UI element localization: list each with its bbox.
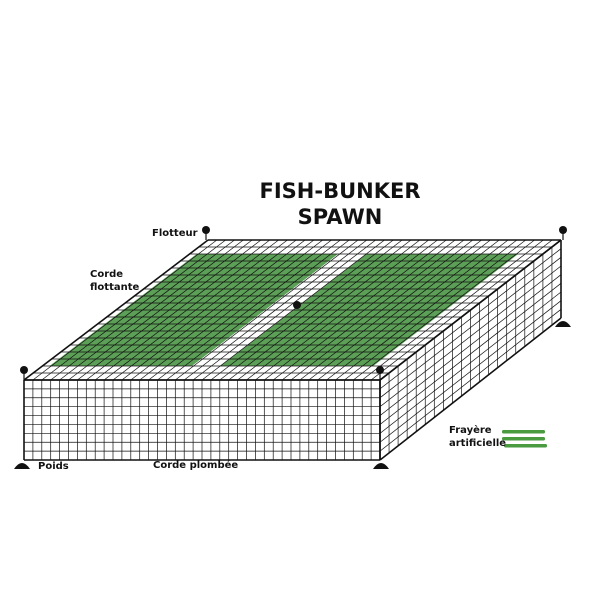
- label-lead-rope: Corde plombée: [153, 460, 239, 471]
- float-icon: [559, 226, 567, 234]
- right-net-line: [379, 257, 562, 399]
- float-icon: [376, 366, 384, 374]
- net-grid: [23, 239, 562, 461]
- weight-icon: [555, 321, 571, 327]
- label-float-rope-1: Corde: [90, 269, 124, 280]
- markers: [14, 226, 571, 469]
- right-net-line: [379, 274, 562, 416]
- right-net-line: [379, 239, 562, 381]
- title-line-2: SPAWN: [297, 205, 383, 229]
- weight-icon: [14, 463, 30, 469]
- right-net-line: [379, 300, 562, 443]
- weight-icon: [373, 463, 389, 469]
- label-float-rope-2: flottante: [90, 282, 140, 293]
- right-net-line: [379, 248, 562, 390]
- right-net-line: [379, 283, 562, 425]
- right-net-line: [379, 317, 562, 461]
- right-net-line: [379, 291, 562, 434]
- label-spawn-2: artificielle: [449, 438, 507, 449]
- float-icon: [20, 366, 28, 374]
- label-spawn-1: Frayère: [449, 425, 492, 436]
- right-net-line: [379, 265, 562, 407]
- label-weight: Poids: [38, 461, 69, 472]
- right-net-line: [379, 309, 562, 452]
- title-line-1: FISH-BUNKER: [259, 179, 421, 203]
- spawn-legend-swatch: [502, 430, 547, 448]
- float-icon: [202, 226, 210, 234]
- spawn-legend-stroke: [502, 437, 545, 441]
- float-icon: [293, 301, 301, 309]
- spawn-legend-stroke: [504, 444, 547, 448]
- label-float: Flotteur: [152, 228, 198, 239]
- spawn-legend-stroke: [502, 430, 545, 434]
